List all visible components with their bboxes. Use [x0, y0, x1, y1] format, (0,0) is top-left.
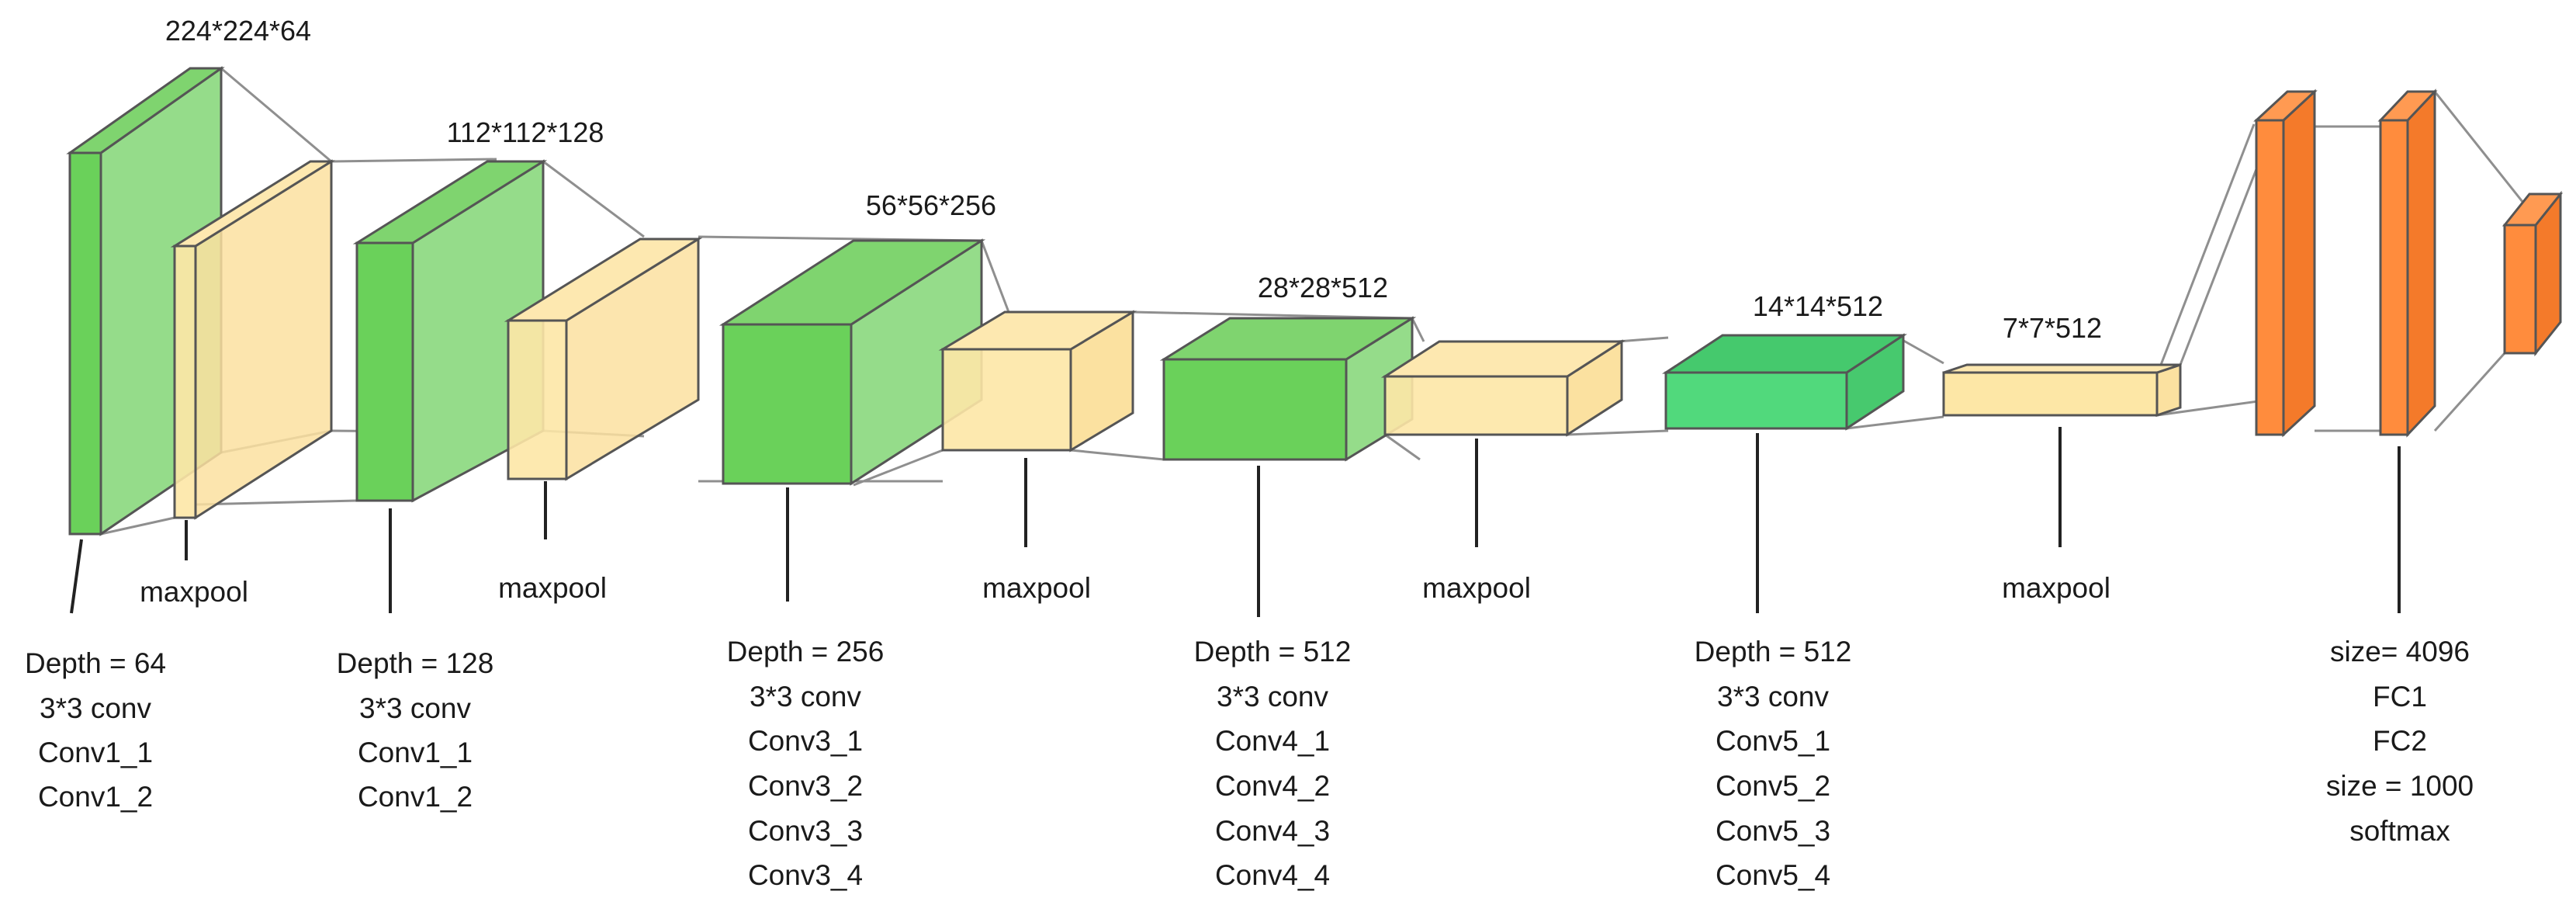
block1-line-1: Depth = 64	[25, 647, 166, 679]
block5-line-5: Conv5_3	[1716, 815, 1830, 847]
pool4-block	[1380, 339, 1626, 437]
dim-label-1: 224*224*64	[165, 15, 311, 47]
conv5-block	[1661, 333, 1908, 431]
fc1-block	[2253, 88, 2318, 438]
block3-line-4: Conv3_2	[748, 770, 863, 802]
block6-line-5: softmax	[2349, 815, 2450, 847]
block4-line-3: Conv4_1	[1215, 725, 1330, 757]
block-description-4: Depth = 512 3*3 conv Conv4_1 Conv4_2 Con…	[1194, 636, 1352, 891]
block6-line-3: FC2	[2373, 725, 2427, 757]
maxpool-label-3: maxpool	[982, 572, 1091, 604]
pool3-block	[938, 310, 1137, 453]
block4-line-5: Conv4_3	[1215, 815, 1330, 847]
block-description-1: Depth = 64 3*3 conv Conv1_1 Conv1_2	[25, 647, 166, 813]
block3-line-1: Depth = 256	[727, 636, 885, 668]
block6-line-2: FC1	[2373, 681, 2427, 713]
pointer-lines	[70, 427, 2401, 617]
pool2-block	[504, 237, 703, 481]
block2-line-3: Conv1_1	[358, 737, 473, 768]
pool5-block	[1942, 362, 2182, 418]
maxpool-label-2: maxpool	[498, 572, 607, 604]
block5-line-3: Conv5_1	[1716, 725, 1830, 757]
dim-label-3: 56*56*256	[866, 189, 996, 221]
block5-line-6: Conv5_4	[1716, 859, 1830, 891]
dim-label-2: 112*112*128	[447, 116, 604, 148]
block2-line-1: Depth = 128	[337, 647, 494, 679]
block3-line-2: 3*3 conv	[750, 681, 861, 713]
block6-line-4: size = 1000	[2326, 770, 2474, 802]
block1-line-2: 3*3 conv	[40, 692, 151, 724]
block-description-3: Depth = 256 3*3 conv Conv3_1 Conv3_2 Con…	[727, 636, 885, 891]
block5-line-2: 3*3 conv	[1717, 681, 1829, 713]
conv4-block	[1159, 316, 1417, 462]
pool1-block	[170, 159, 336, 520]
block3-line-6: Conv3_4	[748, 859, 863, 891]
block-description-5: Depth = 512 3*3 conv Conv5_1 Conv5_2 Con…	[1695, 636, 1852, 891]
block2-line-4: Conv1_2	[358, 781, 473, 813]
block1-line-3: Conv1_1	[38, 737, 153, 768]
block4-line-6: Conv4_4	[1215, 859, 1330, 891]
dim-label-4: 28*28*512	[1258, 272, 1388, 303]
block3-line-5: Conv3_3	[748, 815, 863, 847]
dim-label-6: 7*7*512	[2003, 312, 2102, 344]
fc2-block	[2377, 88, 2438, 438]
maxpool-label-1: maxpool	[140, 576, 248, 608]
block5-line-4: Conv5_2	[1716, 770, 1830, 802]
block3-line-3: Conv3_1	[748, 725, 863, 757]
block6-line-1: size= 4096	[2330, 636, 2470, 668]
maxpool-label-4: maxpool	[1422, 572, 1531, 604]
block5-line-1: Depth = 512	[1695, 636, 1852, 668]
softmax-block	[2502, 190, 2564, 357]
block4-line-2: 3*3 conv	[1217, 681, 1328, 713]
block4-line-4: Conv4_2	[1215, 770, 1330, 802]
block1-line-4: Conv1_2	[38, 781, 153, 813]
dim-label-5: 14*14*512	[1753, 290, 1883, 322]
block4-line-1: Depth = 512	[1194, 636, 1352, 668]
block2-line-2: 3*3 conv	[359, 692, 471, 724]
block-description-2: Depth = 128 3*3 conv Conv1_1 Conv1_2	[337, 647, 494, 813]
maxpool-label-5: maxpool	[2002, 572, 2110, 604]
block-description-6: size= 4096 FC1 FC2 size = 1000 softmax	[2326, 636, 2474, 847]
